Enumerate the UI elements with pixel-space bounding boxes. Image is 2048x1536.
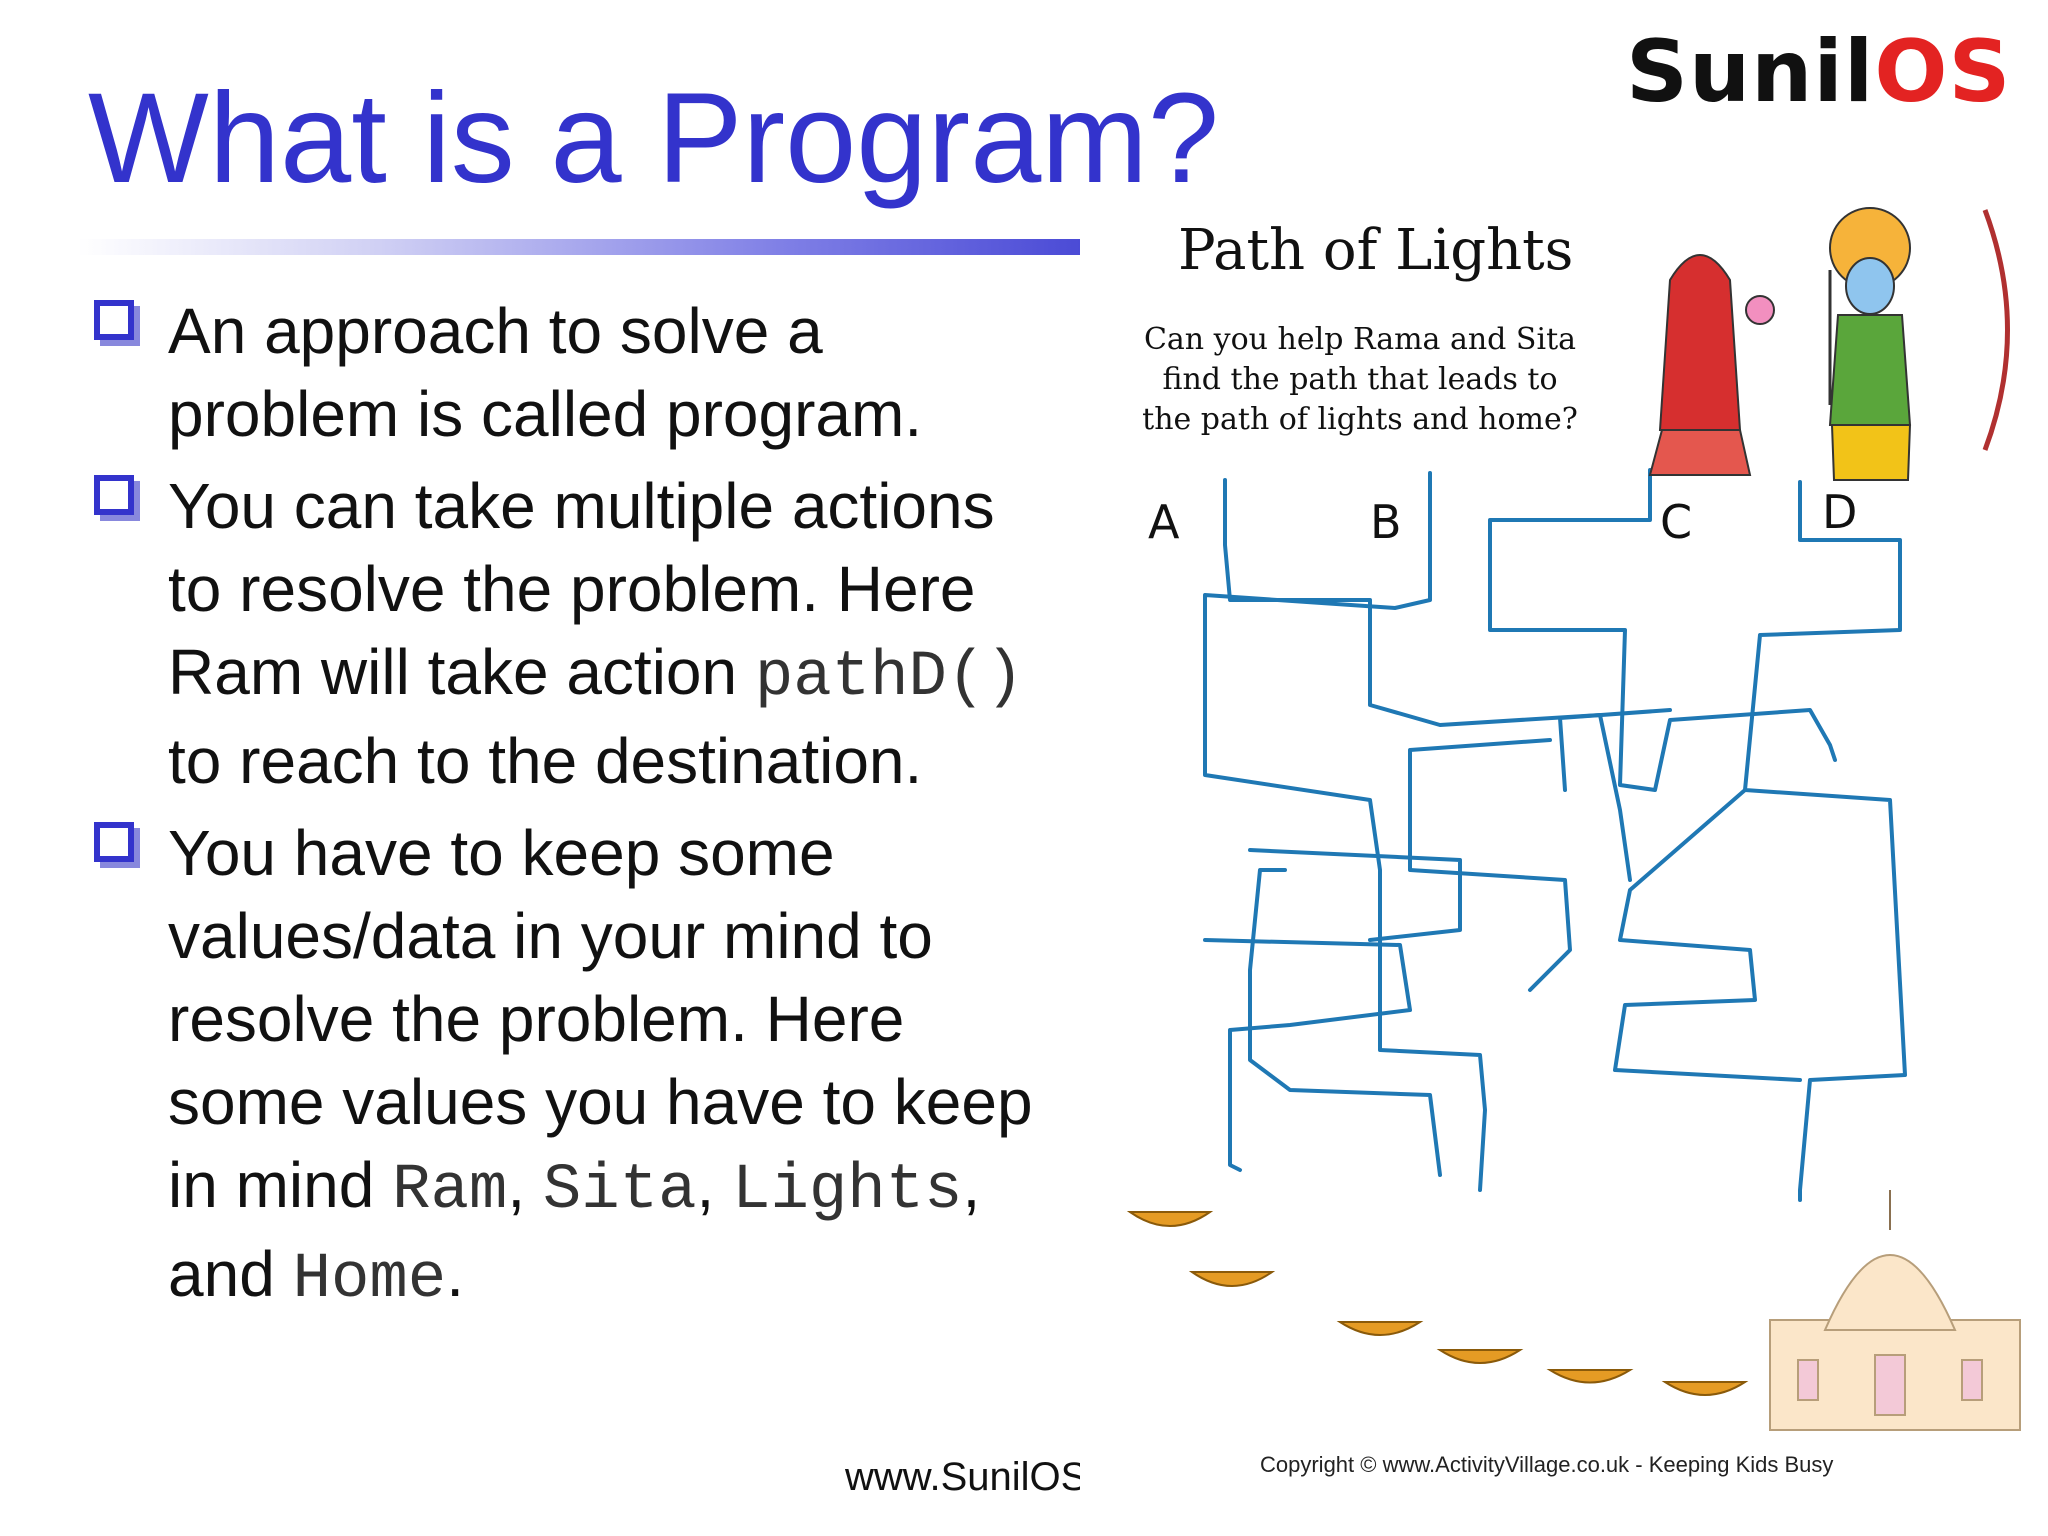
maze-label-a: A — [1148, 495, 1180, 549]
bullet-item: An approach to solve a problem is called… — [92, 290, 1052, 456]
title-underline — [78, 239, 1080, 255]
maze-graphic — [1126, 207, 2021, 1431]
maze-label-c: C — [1660, 495, 1693, 549]
bullet-list: An approach to solve a problem is called… — [92, 290, 1052, 1331]
rama-figure — [1828, 207, 2010, 481]
maze-label-b: B — [1370, 495, 1402, 549]
bullet-text: An approach to solve a problem is called… — [168, 295, 923, 450]
code-home: Home — [292, 1244, 447, 1316]
maze-illustration: Path of Lights Can you help Rama and Sit… — [1110, 190, 2030, 1510]
maze-title: Path of Lights — [1178, 218, 1574, 283]
maze-question: Can you help Rama and Sita find the path… — [1142, 322, 1578, 437]
separator: , — [507, 1149, 543, 1221]
bullet-item: You have to keep some values/data in you… — [92, 812, 1052, 1322]
code-pathd: pathD() — [754, 642, 1024, 714]
maze-label-d: D — [1822, 485, 1858, 539]
maze-paths — [1203, 468, 1907, 1202]
maze-copyright: Copyright © www.ActivityVillage.co.uk - … — [1260, 1452, 1834, 1477]
diya-lamps — [1126, 1211, 1749, 1396]
code-ram: Ram — [392, 1155, 508, 1227]
footer-url: www.SunilOS — [845, 1455, 1080, 1499]
code-sita: Sita — [542, 1155, 697, 1227]
separator: . — [446, 1238, 464, 1310]
sunilos-logo: SunilOS — [1626, 22, 2011, 122]
code-lights: Lights — [732, 1155, 963, 1227]
bullet-text: You can take multiple actions to resolve… — [168, 470, 995, 708]
checkbox-icon — [94, 822, 140, 868]
slide-title: What is a Program? — [88, 67, 1220, 210]
bullet-text: to reach to the destination. — [168, 725, 923, 797]
bullet-item: You can take multiple actions to resolve… — [92, 465, 1052, 803]
separator: , — [696, 1149, 715, 1221]
bullet-text: You have to keep some values/data in you… — [168, 817, 1033, 1221]
logo-part-os: OS — [1874, 22, 2012, 122]
separator: , and — [168, 1149, 981, 1310]
logo-part-sunil: Sunil — [1626, 22, 1875, 122]
palace — [1769, 1190, 2021, 1431]
checkbox-icon — [94, 475, 140, 521]
sita-figure — [1648, 254, 1775, 476]
checkbox-icon — [94, 300, 140, 346]
